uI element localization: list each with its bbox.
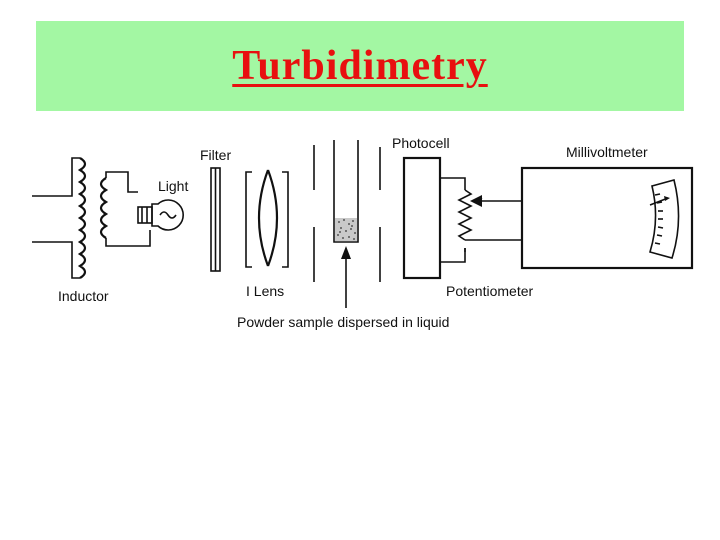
page-title: Turbidimetry <box>232 43 488 89</box>
label-millivoltmeter: Millivoltmeter <box>566 144 648 160</box>
lens-symbol <box>245 169 289 268</box>
label-lens: I Lens <box>246 283 284 299</box>
label-filter: Filter <box>200 147 231 163</box>
label-potentiometer: Potentiometer <box>446 283 533 299</box>
potentiometer-symbol <box>457 189 522 252</box>
inductor-symbol <box>32 157 151 279</box>
filter-symbol <box>210 167 221 272</box>
label-sample: Powder sample dispersed in liquid <box>237 314 449 330</box>
sample-tube <box>333 140 359 243</box>
millivoltmeter-symbol <box>520 166 694 270</box>
title-banner: Turbidimetry <box>36 21 684 111</box>
label-light: Light <box>158 178 188 194</box>
light-bulb-symbol <box>137 199 184 231</box>
meter-scale-ticks <box>654 193 664 245</box>
label-photocell: Photocell <box>392 135 450 151</box>
label-inductor: Inductor <box>58 288 109 304</box>
sample-particles <box>337 219 356 240</box>
photocell-symbol <box>402 156 466 280</box>
sample-arrow <box>341 246 351 308</box>
